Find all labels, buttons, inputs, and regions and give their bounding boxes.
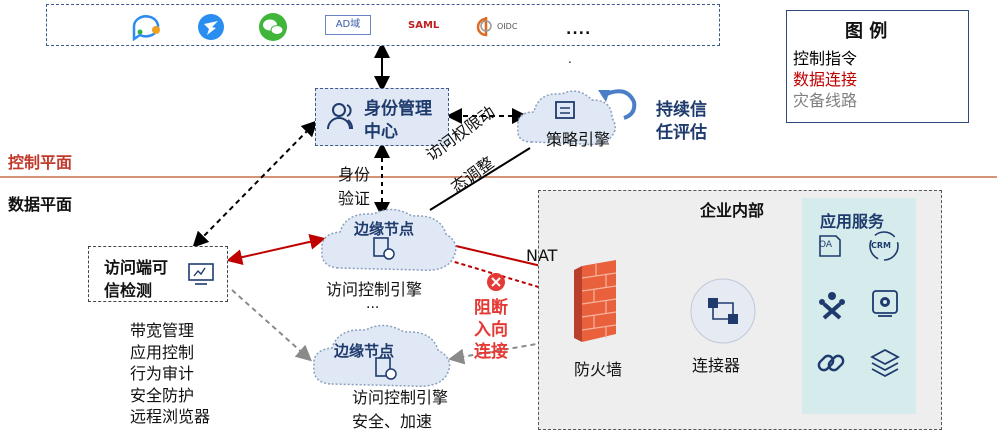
- client-line1: 访问端可: [104, 258, 169, 277]
- oa-label: OA: [819, 240, 833, 250]
- edge-node-cloud-2: [313, 324, 451, 388]
- edge-node-1-engine: 访问控制引擎: [326, 280, 423, 299]
- policy-engine-cloud: [517, 90, 616, 146]
- auth-label-line2: 验证: [338, 189, 371, 208]
- client-box: [88, 246, 228, 302]
- legend-item-control: 控制指令: [793, 49, 858, 68]
- oa-icon: [819, 235, 841, 257]
- identity-center-box: [315, 88, 449, 146]
- control-plane-label: 控制平面: [8, 153, 73, 172]
- nat-label: NAT: [526, 246, 558, 265]
- chat-bubble-icon: [132, 15, 160, 42]
- connector-label: 连接器: [692, 356, 741, 375]
- client-feature: 应用控制: [130, 342, 195, 362]
- oidc-icon: [476, 17, 492, 37]
- block-label-line2: 入向: [474, 320, 508, 340]
- wechat-icon: [259, 13, 287, 41]
- layers-icon: [870, 348, 900, 378]
- auth-label-line1: 身份: [338, 165, 371, 184]
- enterprise-title: 企业内部: [700, 201, 765, 220]
- more-sources-dot: .: [568, 52, 572, 66]
- identity-center-line1: 身份管理: [364, 99, 432, 119]
- app-services-title: 应用服务: [820, 212, 885, 231]
- block-label-line1: 阻断: [474, 298, 508, 318]
- client-feature-list: 带宽管理 应用控制 行为审计 安全防护 远程浏览器: [130, 320, 210, 428]
- dingtalk-icon: [198, 14, 224, 40]
- crm-label: CRM: [871, 241, 891, 250]
- settings-app-icon: [872, 290, 898, 317]
- block-label-line3: 连接: [474, 342, 508, 362]
- more-sources-ellipsis: ....: [566, 22, 592, 38]
- blocked-x-icon: [487, 273, 505, 291]
- firewall-icon: [574, 260, 617, 342]
- edge-node-ellipsis: ...: [366, 296, 380, 312]
- firewall-label: 防火墙: [574, 360, 623, 379]
- legend-title: 图 例: [845, 21, 888, 42]
- edge-node-cloud-1: [321, 208, 457, 272]
- trust-eval-line1: 持续信: [656, 100, 707, 120]
- edge-node-2-title: 边缘节点: [334, 342, 395, 360]
- edge-node-2-services: 安全、加速: [352, 412, 433, 431]
- legend: 图 例 控制指令 数据连接 灾备线路: [786, 10, 969, 123]
- client-feature: 远程浏览器: [130, 407, 211, 426]
- oidc-logo: OIDC: [497, 22, 518, 31]
- data-plane-label: 数据平面: [8, 195, 73, 214]
- link-icon: [817, 354, 845, 372]
- legend-item-backup: 灾备线路: [793, 91, 858, 110]
- trust-eval-line2: 任评估: [656, 123, 707, 143]
- crm-icon: [869, 231, 899, 261]
- users-icon: [327, 103, 353, 130]
- monitor-icon: [188, 263, 214, 285]
- policy-engine-label: 策略引擎: [546, 130, 611, 149]
- edge-node-1-title: 边缘节点: [354, 220, 415, 238]
- collaboration-icon: [819, 292, 845, 320]
- edge-node-2-engine: 访问控制引擎: [352, 388, 449, 407]
- client-feature: 行为审计: [130, 364, 195, 383]
- refresh-arrow-icon: [598, 89, 637, 120]
- block-inbound-label: 阻断 入向 连接: [474, 297, 508, 363]
- saml-logo: SAML: [408, 20, 440, 31]
- identity-center-line2: 中心: [364, 122, 398, 142]
- connector-icon: [690, 278, 756, 344]
- client-feature: 安全防护: [130, 385, 195, 405]
- legend-item-data: 数据连接: [793, 70, 858, 89]
- ad-domain-logo: AD域: [325, 15, 371, 35]
- client-feature: 带宽管理: [130, 321, 195, 340]
- client-line2: 信检测: [104, 281, 153, 300]
